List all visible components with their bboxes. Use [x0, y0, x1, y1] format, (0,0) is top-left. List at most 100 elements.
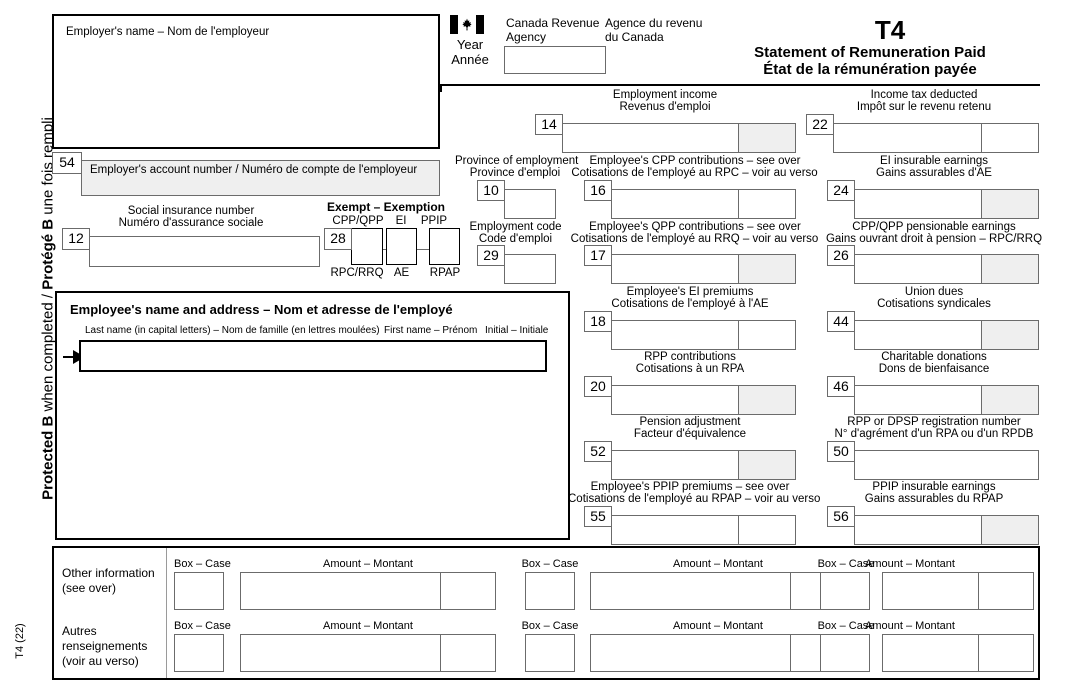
agency-name-fr-line1: Agence du revenu	[605, 16, 703, 30]
autres-renseignements-line1: Autres	[62, 624, 97, 638]
box-17-cents[interactable]	[739, 255, 795, 283]
oi-r2-c3-amount-input[interactable]	[882, 634, 1034, 672]
box-10-label-en: Province of employment	[455, 155, 579, 167]
canada-flag-icon	[450, 15, 484, 34]
exempt-checkbox-ei[interactable]	[386, 228, 417, 265]
form-title-en: Statement of Remuneration Paid	[754, 44, 986, 61]
box-56-dollars[interactable]	[855, 516, 982, 544]
employer-account-number-row: 54 Employer's account number / Numéro de…	[52, 152, 440, 196]
employee-address-input[interactable]	[79, 378, 547, 530]
box-20-dollars[interactable]	[612, 386, 739, 414]
oi-r2-c3-dollars[interactable]	[883, 635, 979, 671]
box-18-dollars[interactable]	[612, 321, 739, 349]
box-24-cents[interactable]	[982, 190, 1038, 218]
oi-r1-c2-amount-input[interactable]	[590, 572, 846, 610]
box-22-cents[interactable]	[982, 124, 1038, 152]
box-52-label-en: Pension adjustment	[639, 416, 741, 428]
sin-label-en: Social insurance number	[127, 205, 255, 217]
box-22-dollars[interactable]	[834, 124, 982, 152]
oi-r2-c1-cents[interactable]	[441, 635, 495, 671]
box-52-cents[interactable]	[739, 451, 795, 479]
oi-r1-c1-amount-input[interactable]	[240, 572, 496, 610]
oi-r2-c1-box-header: Box – Case	[174, 620, 231, 632]
box-50-label-fr: N° d'agrément d'un RPA ou d'un RPDB	[834, 428, 1034, 440]
box-20-row: 20	[584, 376, 796, 415]
employee-last-name-label: Last name (in capital letters) – Nom de …	[85, 325, 380, 336]
box-50-row: 50	[827, 441, 1039, 480]
box-16-dollars[interactable]	[612, 190, 739, 218]
box-24-dollars[interactable]	[855, 190, 982, 218]
oi-r2-c2-amount-input[interactable]	[590, 634, 846, 672]
header-divider	[440, 84, 1040, 86]
box-29-value[interactable]	[505, 255, 555, 283]
box-55-row: 55	[584, 506, 796, 545]
oi-r1-c3-amount-input[interactable]	[882, 572, 1034, 610]
oi-r2-c2-box-input[interactable]	[525, 634, 575, 672]
box-26-number: 26	[827, 245, 855, 266]
box-44-dollars[interactable]	[855, 321, 982, 349]
box-22-label-fr: Impôt sur le revenu retenu	[856, 101, 992, 113]
oi-r1-c1-box-input[interactable]	[174, 572, 224, 610]
box-52-dollars[interactable]	[612, 451, 739, 479]
box-10-value[interactable]	[505, 190, 555, 218]
oi-r1-c3-box-input[interactable]	[820, 572, 870, 610]
box-56-cents[interactable]	[982, 516, 1038, 544]
oi-r1-c2-box-input[interactable]	[525, 572, 575, 610]
oi-r2-c3-cents[interactable]	[979, 635, 1033, 671]
box-17-dollars[interactable]	[612, 255, 739, 283]
employer-name-value[interactable]	[66, 46, 430, 141]
employer-name-box[interactable]: Employer's name – Nom de l'employeur	[52, 14, 440, 149]
oi-r2-c1-amount-input[interactable]	[240, 634, 496, 672]
year-label-fr: Année	[451, 52, 489, 67]
box-10-label-fr: Province d'emploi	[469, 167, 561, 179]
box-14-cents[interactable]	[739, 124, 795, 152]
exempt-checkbox-cpp-qpp[interactable]	[351, 228, 383, 265]
oi-r2-c1-box-input[interactable]	[174, 634, 224, 672]
box-14-row: 14	[535, 114, 796, 153]
oi-r1-c1-dollars[interactable]	[241, 573, 441, 609]
employer-account-number-field[interactable]: Employer's account number / Numéro de co…	[81, 160, 440, 196]
box-22-label-en: Income tax deducted	[870, 89, 978, 101]
other-information-label-en: Other information (see over)	[62, 566, 155, 596]
form-code-title: T4	[874, 15, 906, 45]
box-54-number: 54	[52, 152, 82, 174]
oi-r1-c2-dollars[interactable]	[591, 573, 791, 609]
other-information-label-line1: Other information	[62, 566, 155, 580]
exempt-checkbox-ppip[interactable]	[429, 228, 460, 265]
box-16-number: 16	[584, 180, 612, 201]
box-24-row: 24	[827, 180, 1039, 219]
oi-r1-c3-cents[interactable]	[979, 573, 1033, 609]
oi-r2-c3-box-header: Box – Case	[817, 620, 875, 632]
box-18-cents[interactable]	[739, 321, 795, 349]
sin-input[interactable]	[89, 236, 320, 267]
oi-r1-c3-dollars[interactable]	[883, 573, 979, 609]
box-52-label-fr: Facteur d'équivalence	[633, 428, 747, 440]
box-26-cents[interactable]	[982, 255, 1038, 283]
oi-r2-c2-dollars[interactable]	[591, 635, 791, 671]
box-55-cents[interactable]	[739, 516, 795, 544]
year-input[interactable]	[504, 46, 606, 74]
box-44-cents[interactable]	[982, 321, 1038, 349]
other-information-label-fr: Autres renseignements (voir au verso)	[62, 624, 147, 669]
oi-r1-c1-cents[interactable]	[441, 573, 495, 609]
box-26-dollars[interactable]	[855, 255, 982, 283]
box-52-number: 52	[584, 441, 612, 462]
box-29-row: 29	[477, 245, 556, 284]
form-revision-label: T4 (22)	[14, 623, 26, 659]
box-16-cents[interactable]	[739, 190, 795, 218]
box-46-cents[interactable]	[982, 386, 1038, 414]
employee-name-input[interactable]	[79, 340, 547, 372]
box-55-dollars[interactable]	[612, 516, 739, 544]
oi-r2-c1-dollars[interactable]	[241, 635, 441, 671]
box-18-number: 18	[584, 311, 612, 332]
box-46-dollars[interactable]	[855, 386, 982, 414]
box-14-dollars[interactable]	[563, 124, 739, 152]
box-18-label-en: Employee's EI premiums	[626, 286, 754, 298]
box-55-label-en: Employee's PPIP premiums – see over	[590, 481, 790, 493]
exempt-header: Exempt – Exemption	[326, 200, 446, 214]
employer-name-label: Employer's name – Nom de l'employeur	[66, 26, 270, 38]
box-50-value[interactable]	[855, 451, 1038, 479]
box-20-cents[interactable]	[739, 386, 795, 414]
oi-r2-c3-box-input[interactable]	[820, 634, 870, 672]
box-56-label-en: PPIP insurable earnings	[872, 481, 996, 493]
